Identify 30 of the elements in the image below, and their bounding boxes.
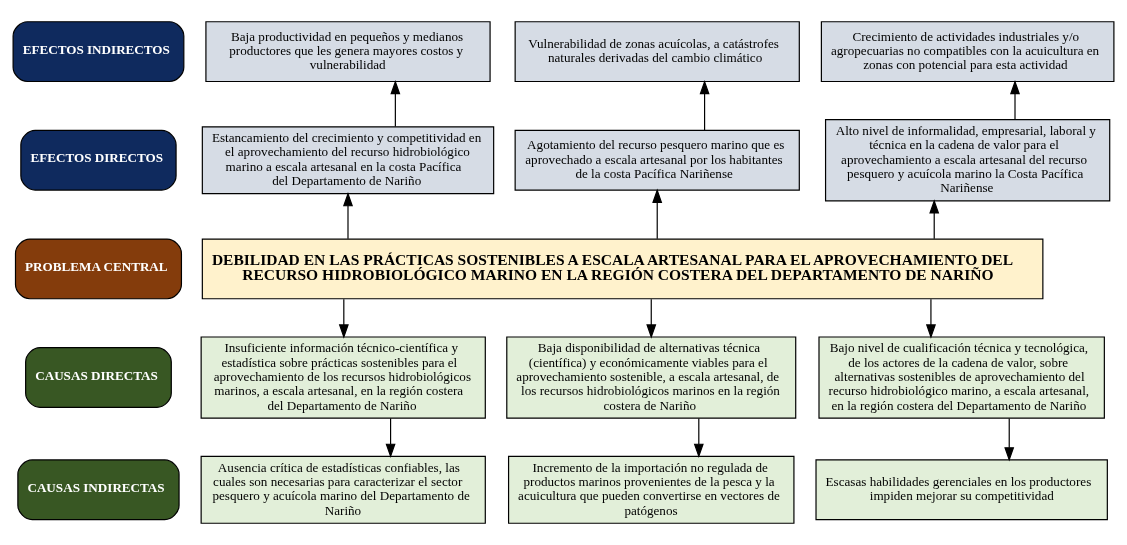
node-box: CAUSAS DIRECTAS bbox=[25, 347, 172, 408]
node-box: Insuficiente información técnico-científica y estadística sobre prácticas sostenibles para el aprovechamiento de los recursos hidrobiológicos marinos, a escala artesanal, en la región costera del Departamento de Nariño bbox=[200, 336, 486, 419]
arrow bbox=[390, 79, 401, 128]
arrow bbox=[385, 417, 396, 458]
node-box: Baja disponibilidad de alternativas técnica (científica) y económicamente viables para el aprovechamiento sostenible, a escala artesanal, de los recursos hidrobiológicos marinos en la región costera de Nariño bbox=[506, 336, 797, 419]
node-box: Estancamiento del crecimiento y competitividad en el aprovechamiento del recurso hidrobiológico marino a escala artesanal en la costa Pacífica del Departamento de Nariño bbox=[201, 126, 495, 195]
arrow bbox=[925, 298, 936, 339]
node-box: CAUSAS INDIRECTAS bbox=[17, 459, 180, 521]
node-box: Vulnerabilidad de zonas acuícolas, a catástrofes naturales derivadas del cambio climático bbox=[514, 21, 800, 83]
arrow bbox=[1004, 417, 1015, 462]
node-box: EFECTOS DIRECTOS bbox=[20, 129, 177, 191]
node-box: EFECTOS INDIRECTOS bbox=[12, 21, 185, 83]
arrow bbox=[693, 417, 704, 458]
node-box: Crecimiento de actividades industriales y/o agropecuarias no compatibles con la acuicultura en zonas con potencial para esta actividad bbox=[820, 21, 1115, 83]
node-box: Bajo nivel de cualificación técnica y tecnológica, de los actores de la cadena de valor, sobre alternativas sostenibles de aprovechamiento del recurso hidrobiológico marino, a escala artesanal, en la región costera del Departamento de Nariño bbox=[818, 336, 1105, 419]
node-box: DEBILIDAD EN LAS PRÁCTICAS SOSTENIBLES A ESCALA ARTESANAL PARA EL APROVECHAMIENTO DEL RECURSO HIDROBIOLÓGICO MARINO EN LA REGIÓN COSTERA DEL DEPARTAMENTO DE NARIÑO bbox=[201, 238, 1044, 300]
arrow bbox=[699, 79, 710, 131]
arrow bbox=[646, 298, 657, 339]
node-box: Baja productividad en pequeños y medianos productores que les genera mayores costos y vulnerabilidad bbox=[205, 21, 491, 83]
node-box: Escasas habilidades gerenciales en los productores impiden mejorar su competitividad bbox=[815, 459, 1108, 521]
arrow bbox=[652, 188, 663, 240]
node-box: Ausencia crítica de estadísticas confiables, las cuales son necesarias para caracterizar el sector pesquero y acuícola marino del Departamento de Nariño bbox=[200, 455, 486, 524]
arrow bbox=[929, 199, 940, 240]
arrow bbox=[1010, 79, 1021, 121]
arrow bbox=[338, 298, 349, 339]
node-box: Agotamiento del recurso pesquero marino que es aprovechado a escala artesanal por los habitantes de la costa Pacífica Nariñense bbox=[514, 129, 800, 191]
node-box: PROBLEMA CENTRAL bbox=[14, 238, 183, 300]
node-box: Incremento de la importación no regulada de productos marinos provenientes de la pesca y la acuicultura que pueden convertirse en vectores de patógenos bbox=[508, 455, 795, 524]
node-box: Alto nivel de informalidad, empresarial, laboral y técnica en la cadena de valor para el aprovechamiento a escala artesanal del recurso pesquero y acuícola marino la Costa Pacífica Nariñense bbox=[824, 119, 1111, 202]
arrow bbox=[343, 192, 353, 240]
